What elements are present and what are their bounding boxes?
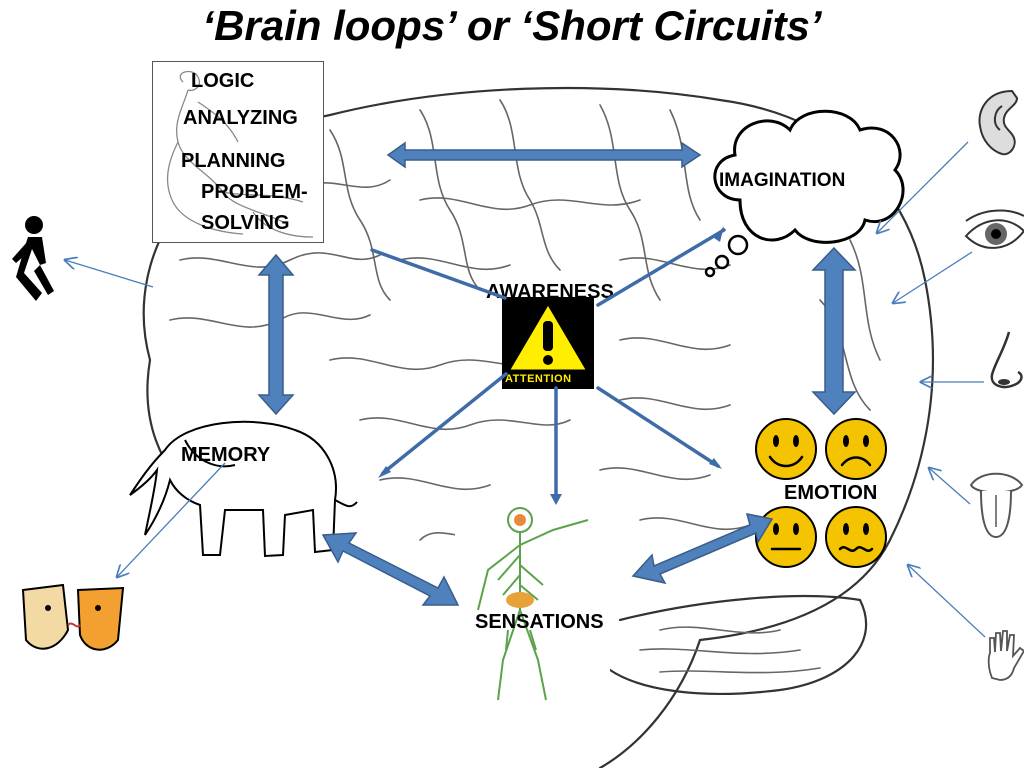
sensations-label: SENSATIONS	[475, 611, 604, 633]
thinker-statue-icon	[166, 70, 314, 238]
walking-person-icon	[12, 216, 54, 301]
sensations-panel	[455, 500, 610, 708]
imagination-label: IMAGINATION	[719, 170, 846, 191]
talking-faces-icon	[21, 583, 125, 651]
emotion-label: EMOTION	[784, 482, 878, 504]
nervous-system-body-icon	[477, 507, 589, 701]
nose-icon	[990, 331, 1023, 389]
ear-icon	[978, 89, 1019, 156]
elephant-icon	[129, 420, 358, 558]
mouth-tongue-icon	[969, 472, 1024, 539]
planning-label: PLANNING	[181, 150, 286, 172]
warning-triangle-icon	[502, 297, 594, 389]
problem-label: PROBLEM-	[201, 181, 308, 203]
logic-label: LOGIC	[191, 70, 255, 92]
solving-label: SOLVING	[201, 212, 290, 234]
analyzing-label: ANALYZING	[183, 107, 298, 129]
thinker-panel	[152, 61, 324, 243]
eye-icon	[964, 209, 1024, 249]
page-title: ‘Brain loops’ or ‘Short Circuits’	[202, 2, 822, 49]
attention-label: ATTENTION	[505, 373, 572, 385]
hand-icon	[987, 630, 1024, 681]
memory-label: MEMORY	[181, 444, 271, 466]
thought-cloud-icon	[704, 109, 905, 278]
emotion-faces-icon	[755, 418, 887, 568]
